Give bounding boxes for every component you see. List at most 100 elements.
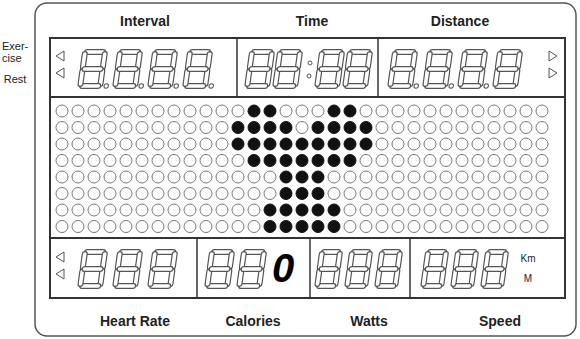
segment [428, 54, 430, 67]
unlit-dot [120, 138, 132, 150]
unlit-dot [440, 122, 452, 134]
segment [206, 71, 208, 84]
segment [516, 71, 518, 84]
segment [173, 254, 175, 267]
segment [82, 84, 98, 88]
unlit-dot [72, 155, 84, 167]
segment [391, 71, 393, 84]
segment [214, 249, 230, 255]
segment [242, 254, 244, 267]
segment [246, 249, 262, 255]
unlit-dot [536, 155, 548, 167]
segment [500, 67, 516, 71]
segment [413, 54, 415, 67]
unlit-dot [440, 221, 452, 233]
segment [488, 267, 502, 271]
lit-dot [360, 122, 372, 134]
unlit-dot [520, 221, 532, 233]
unlit-dot [88, 155, 100, 167]
unlit-dot [168, 204, 180, 216]
segment [340, 54, 342, 67]
ghost-digit [347, 252, 370, 286]
lit-dot [264, 221, 276, 233]
segment [83, 254, 85, 267]
segment [249, 83, 265, 89]
segment [427, 84, 443, 88]
ghost-digit [275, 52, 300, 86]
lit-dot [264, 204, 276, 216]
lit-dot [296, 138, 308, 150]
segment [320, 254, 322, 267]
segment [379, 283, 393, 289]
segment [456, 254, 458, 267]
decimal-point [139, 84, 144, 88]
unlit-dot [216, 204, 228, 216]
segment [228, 271, 230, 284]
segment [502, 50, 518, 54]
unlit-dot [56, 105, 68, 117]
segment [444, 254, 446, 267]
divider-line [196, 238, 198, 298]
segment [81, 271, 83, 284]
unlit-dot [296, 105, 308, 117]
segment [384, 250, 398, 254]
segment [391, 71, 393, 84]
mode-label: Rest [4, 73, 27, 85]
colon-dot [307, 74, 311, 78]
segment [250, 54, 252, 67]
ghost-digit [239, 252, 264, 286]
ghost-digit [425, 52, 458, 88]
segment [228, 271, 230, 284]
segment [378, 271, 380, 284]
segment [485, 283, 499, 289]
segment [411, 71, 413, 84]
decimal-point [449, 84, 454, 88]
unlit-dot [536, 188, 548, 200]
segment [212, 267, 228, 271]
segment [153, 54, 155, 67]
unlit-dot [168, 171, 180, 183]
unlit-dot [360, 105, 372, 117]
segment [118, 54, 120, 67]
segment [338, 254, 340, 267]
segment [186, 71, 188, 84]
unlit-dot [360, 204, 372, 216]
unlit-dot [72, 138, 84, 150]
unlit-dot [376, 138, 388, 150]
decimal-point [104, 84, 109, 88]
segment [81, 271, 83, 284]
left-arrow [56, 51, 64, 61]
ghost-digit [423, 252, 446, 286]
segment [190, 66, 206, 72]
lit-dot [280, 221, 292, 233]
segment [497, 84, 513, 88]
segment [455, 283, 469, 289]
segment [138, 54, 140, 67]
segment [340, 54, 342, 67]
segment [252, 67, 268, 71]
unlit-dot [184, 188, 196, 200]
ghost-digit [150, 252, 175, 286]
colon-dot [308, 61, 312, 65]
segment [152, 84, 168, 88]
segment [426, 71, 428, 84]
unlit-dot [136, 122, 148, 134]
segment [442, 271, 444, 284]
lit-dot [280, 155, 292, 167]
unlit-dot [184, 221, 196, 233]
segment [516, 71, 518, 84]
right-arrow [549, 68, 557, 78]
unlit-dot [56, 138, 68, 150]
segment [282, 49, 298, 55]
segment [484, 271, 486, 284]
unlit-dot [88, 171, 100, 183]
lit-dot [296, 188, 308, 200]
unlit-dot [392, 138, 404, 150]
segment [85, 267, 101, 271]
unlit-dot [376, 188, 388, 200]
unlit-dot [88, 221, 100, 233]
segment [426, 254, 428, 267]
lit-dot [312, 138, 324, 150]
lit-dot [232, 138, 244, 150]
